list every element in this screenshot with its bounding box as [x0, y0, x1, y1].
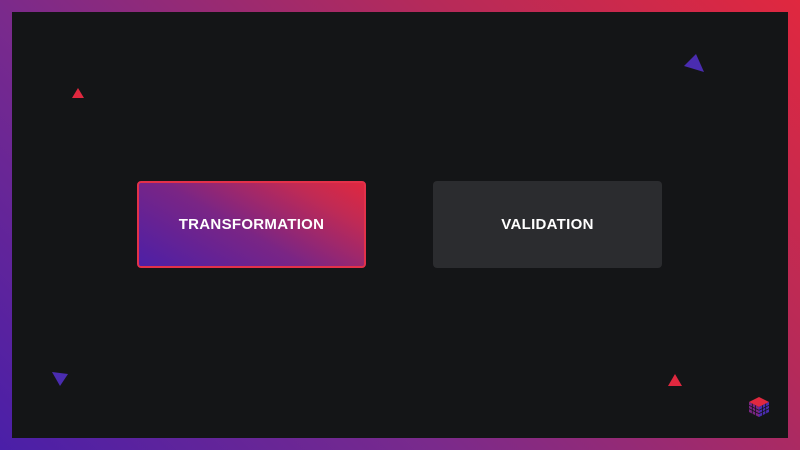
- triangle-icon: [72, 88, 84, 98]
- tab-validation-label: VALIDATION: [501, 216, 594, 233]
- slide-canvas: TRANSFORMATION VALIDATION: [12, 12, 788, 438]
- tab-transformation[interactable]: TRANSFORMATION: [137, 181, 366, 268]
- triangle-icon: [668, 374, 682, 386]
- tab-transformation-label: TRANSFORMATION: [178, 216, 325, 233]
- triangle-icon: [52, 372, 68, 386]
- tab-validation[interactable]: VALIDATION: [433, 181, 662, 268]
- cube-grid-logo-icon: [748, 397, 770, 417]
- triangle-icon: [684, 54, 704, 72]
